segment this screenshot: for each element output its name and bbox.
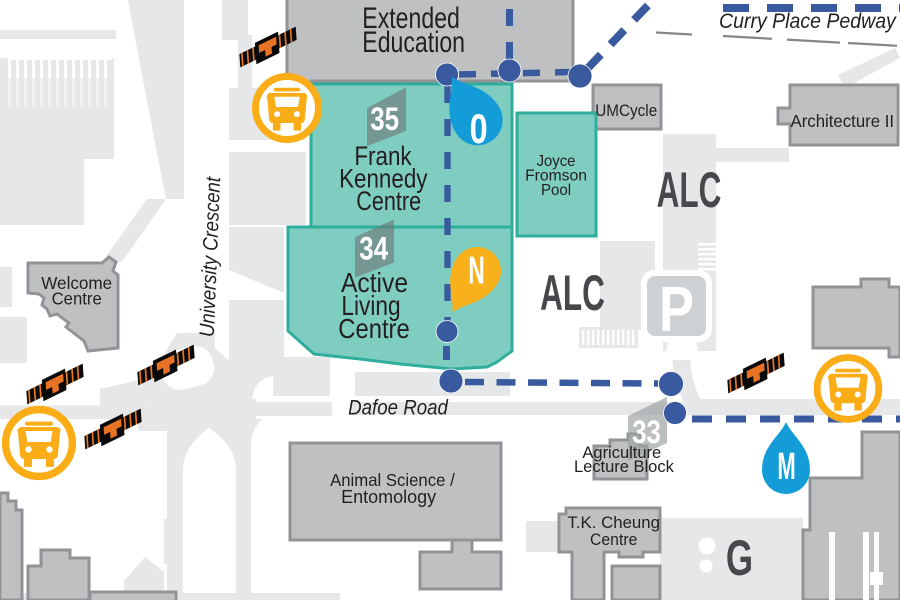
svg-text:Agriculture: Agriculture bbox=[582, 443, 661, 462]
svg-text:Architecture II: Architecture II bbox=[791, 111, 895, 131]
svg-text:33: 33 bbox=[632, 416, 661, 451]
svg-text:Centre: Centre bbox=[590, 531, 637, 550]
svg-text:Kennedy: Kennedy bbox=[339, 165, 428, 194]
svg-text:Centre: Centre bbox=[52, 288, 102, 309]
svg-text:Extended: Extended bbox=[362, 1, 460, 35]
svg-text:Active: Active bbox=[341, 267, 408, 299]
svg-text:Centre: Centre bbox=[356, 187, 421, 217]
svg-text:Pool: Pool bbox=[541, 182, 571, 200]
svg-text:P: P bbox=[659, 274, 694, 345]
svg-text:Joyce: Joyce bbox=[537, 153, 576, 171]
svg-text:ALC: ALC bbox=[657, 162, 722, 218]
svg-text:T.K. Cheung: T.K. Cheung bbox=[567, 513, 660, 532]
svg-text:Dafoe Road: Dafoe Road bbox=[348, 396, 449, 419]
svg-text:University Crescent: University Crescent bbox=[196, 175, 226, 337]
svg-text:Education: Education bbox=[362, 25, 465, 59]
svg-text:UMCycle: UMCycle bbox=[595, 101, 657, 120]
svg-text:Lecture Block: Lecture Block bbox=[574, 457, 674, 476]
svg-text:G: G bbox=[726, 531, 753, 587]
svg-text:Curry Place Pedway: Curry Place Pedway bbox=[719, 10, 898, 33]
svg-text:M: M bbox=[777, 445, 795, 488]
svg-text:Animal Science /: Animal Science / bbox=[330, 469, 455, 490]
svg-text:35: 35 bbox=[370, 103, 399, 138]
svg-text:ALC: ALC bbox=[540, 265, 605, 321]
svg-text:N: N bbox=[468, 248, 484, 292]
svg-text:Frank: Frank bbox=[354, 142, 412, 171]
svg-text:Welcome: Welcome bbox=[41, 273, 112, 294]
svg-text:Entomology: Entomology bbox=[341, 487, 436, 507]
svg-text:Living: Living bbox=[341, 291, 400, 322]
svg-text:34: 34 bbox=[359, 232, 389, 267]
svg-text:Fromson: Fromson bbox=[525, 167, 587, 184]
svg-text:0: 0 bbox=[470, 105, 488, 152]
svg-text:Centre: Centre bbox=[338, 312, 409, 344]
